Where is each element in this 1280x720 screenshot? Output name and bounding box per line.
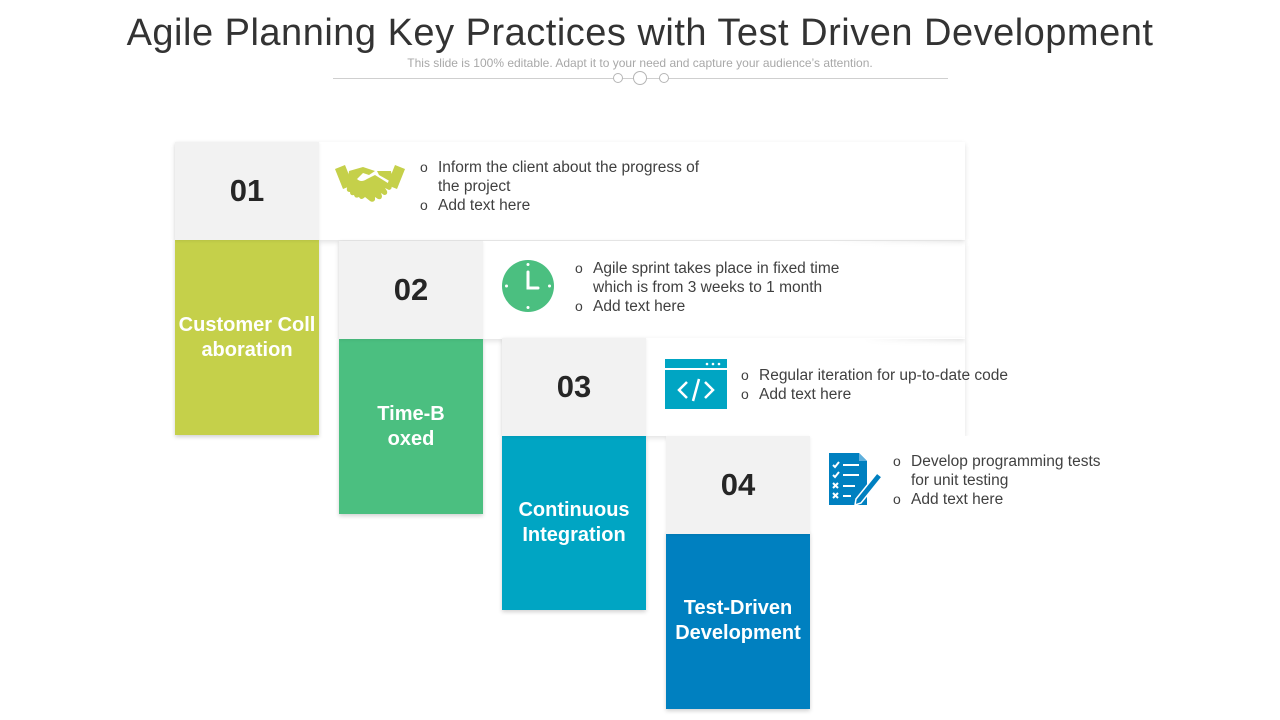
step-4-bullets: Develop programming tests for unit testi…	[893, 452, 1118, 509]
divider-dot-right	[659, 73, 669, 83]
step-4-label-box: Test-Driven Development	[666, 532, 810, 709]
step-3-label-box: Continuous Integration	[502, 436, 646, 610]
step-3-bullets: Regular iteration for up-to-date code Ad…	[741, 366, 1041, 404]
step-4-number: 04	[666, 436, 810, 534]
step-4-bullet-1: Develop programming tests for unit testi…	[893, 452, 1118, 490]
step-1-bullet-2: Add text here	[420, 196, 720, 215]
page-subtitle: This slide is 100% editable. Adapt it to…	[407, 56, 873, 70]
step-1-bullet-1: Inform the client about the progress of …	[420, 158, 720, 196]
handshake-icon	[335, 165, 405, 202]
step-3-bullet-1: Regular iteration for up-to-date code	[741, 366, 1041, 385]
step-2-bullet-1: Agile sprint takes place in fixed time w…	[575, 259, 865, 297]
divider-dot-left	[613, 73, 623, 83]
step-2-bullets: Agile sprint takes place in fixed time w…	[575, 259, 865, 316]
test-document-icon	[829, 453, 883, 507]
step-2-number: 02	[339, 241, 483, 339]
step-1-label: Customer Collaboration	[178, 313, 316, 361]
step-3-number: 03	[502, 338, 646, 436]
step-4-label: Test-Driven Development	[675, 596, 801, 644]
step-2-bullet-2: Add text here	[575, 297, 865, 316]
step-4-bullet-2: Add text here	[893, 490, 1118, 509]
step-3-bullet-2: Add text here	[741, 385, 1041, 404]
divider-dot-center	[633, 71, 647, 85]
step-1-bullets: Inform the client about the progress of …	[420, 158, 720, 215]
clock-icon	[502, 260, 554, 312]
step-2-label-box: Time-Boxed	[339, 339, 483, 514]
step-1-label-box: Customer Collaboration	[175, 240, 319, 435]
code-window-icon	[665, 359, 727, 409]
step-1-number: 01	[175, 142, 319, 240]
page-title: Agile Planning Key Practices with Test D…	[126, 12, 1154, 54]
step-2-label: Time-Boxed	[377, 402, 445, 450]
step-3-label: Continuous Integration	[518, 499, 630, 546]
